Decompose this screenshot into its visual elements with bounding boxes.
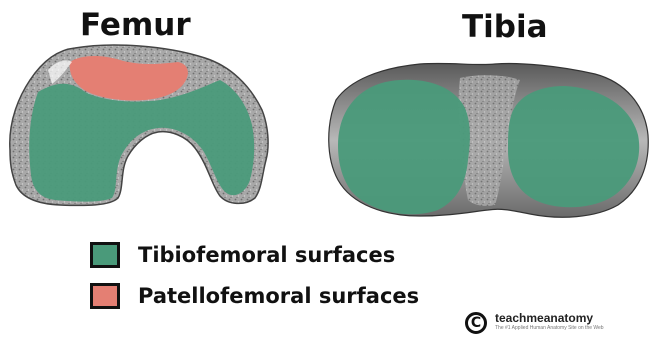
brand-logo: C teachmeanatomy The #1 Applied Human An… bbox=[465, 312, 604, 334]
legend-item-tibiofemoral: Tibiofemoral surfaces bbox=[90, 242, 395, 268]
tibia-diagram bbox=[329, 63, 649, 217]
patellofemoral-swatch bbox=[90, 283, 120, 309]
legend-item-patellofemoral: Patellofemoral surfaces bbox=[90, 283, 419, 309]
tibiofemoral-swatch bbox=[90, 242, 120, 268]
tibia-lateral-condyle-surface bbox=[338, 80, 470, 215]
brand-name: teachmeanatomy bbox=[495, 312, 604, 325]
brand-tagline: The #1 Applied Human Anatomy Site on the… bbox=[495, 325, 604, 332]
legend-label: Tibiofemoral surfaces bbox=[138, 243, 395, 267]
femur-diagram bbox=[10, 45, 268, 205]
legend-label: Patellofemoral surfaces bbox=[138, 284, 419, 308]
copyright-icon: C bbox=[465, 312, 487, 334]
